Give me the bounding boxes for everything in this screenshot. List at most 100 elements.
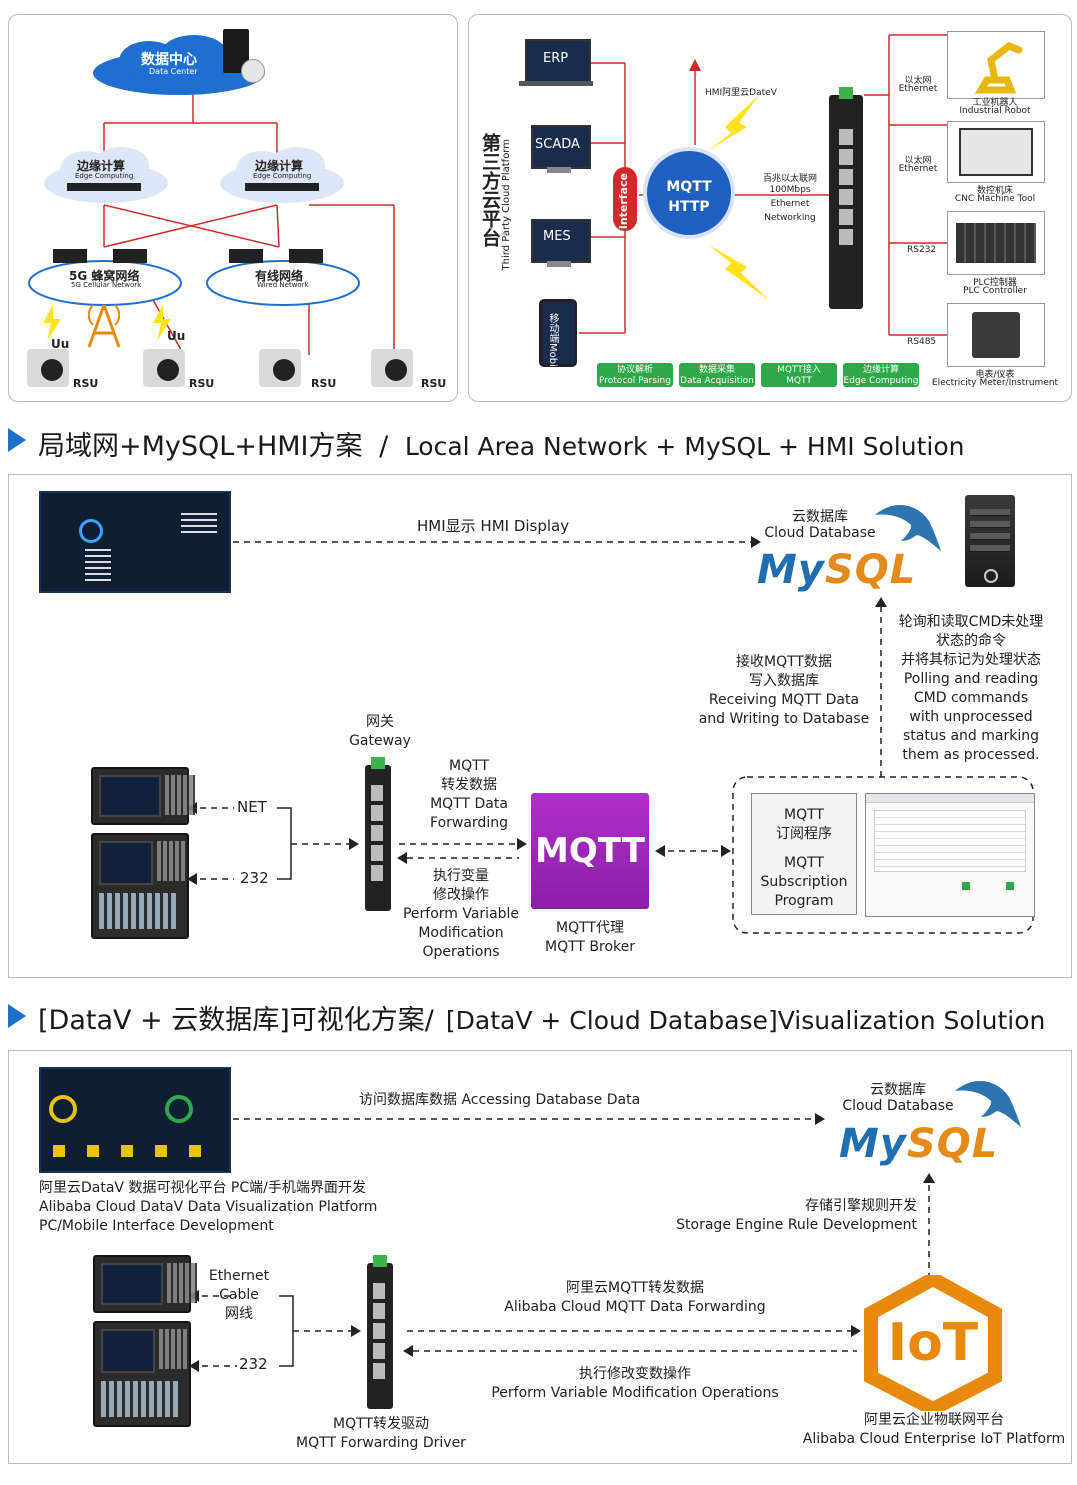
cell-tower-icon — [87, 304, 121, 348]
polling-line: 并将其标记为处理状态 — [901, 652, 1041, 668]
badge-cn: 协议解析 — [616, 365, 653, 375]
mysql-logo-sql: SQL — [824, 547, 917, 593]
section1-marker — [8, 428, 26, 452]
mqtt-label: MQTT — [666, 179, 712, 195]
datav-gauge-2 — [165, 1095, 193, 1123]
wired-router-2 — [289, 249, 323, 263]
port232-label: 232 — [240, 869, 269, 887]
driver-label: MQTT转发驱动 MQTT Forwarding Driver — [283, 1415, 479, 1453]
section1-title-en: Local Area Network + MySQL + HMI Solutio… — [404, 432, 965, 461]
badge-en: Protocol Parsing — [599, 376, 671, 386]
mqtt-broker-box: MQTT — [531, 793, 649, 909]
cloud-architecture-panel: 数据中心 Data Center 边缘计算 Edge Computing 边缘计… — [8, 14, 458, 402]
cloud-db2-label-cn: 云数据库 — [870, 1082, 926, 1098]
ali-forward-line: Alibaba Cloud MQTT Data Forwarding — [504, 1299, 766, 1315]
storage-line: Storage Engine Rule Development — [676, 1217, 917, 1233]
iot-platform-label-en: Alibaba Cloud Enterprise IoT Platform — [802, 1431, 1066, 1447]
ethernet-desc-1: 百兆以太联网 — [762, 174, 817, 184]
forwarding-line: MQTT — [449, 758, 489, 774]
subscription-program-box: MQTT 订阅程序 MQTT Subscription Program — [751, 793, 857, 915]
hmi-gauge-icon — [79, 519, 103, 543]
broker-label-en: MQTT Broker — [544, 939, 635, 955]
cellular-label-en: 5G Cellular Network — [71, 281, 142, 289]
subscription-line: 订阅程序 — [776, 826, 832, 842]
status-indicator-1 — [962, 882, 970, 890]
status-indicator-2 — [1006, 882, 1014, 890]
receiving-line: Receiving MQTT Data — [708, 692, 860, 708]
lightning-icon-1 — [43, 305, 61, 341]
section2-title: [DataV + 云数据库]可视化方案/[DataV + Cloud Datab… — [38, 998, 1045, 1037]
plc-label-en: PLC Controller — [963, 286, 1027, 296]
cnc-controller-top-2 — [93, 1255, 197, 1313]
forwarding-line: MQTT Data — [430, 796, 508, 812]
data-center-cloud — [93, 35, 265, 95]
receiving-line: and Writing to Database — [698, 711, 870, 727]
eth-cable-label-cn: 网线 — [225, 1306, 253, 1322]
platform-title-cn: 第三方云平台 — [479, 133, 501, 247]
dolphin-icon — [875, 504, 941, 551]
subscription-line: Program — [774, 893, 834, 909]
cnc-controller-top — [91, 767, 195, 825]
platform-title-en: Third Party Cloud Platform — [501, 139, 512, 271]
datav-dashboard-screen — [39, 1067, 231, 1173]
forwarding-line: 转发数据 — [441, 777, 497, 793]
driver-label-cn: MQTT转发驱动 — [333, 1416, 429, 1432]
datav-caption-line: Alibaba Cloud DataV Data Visualization P… — [39, 1199, 378, 1215]
gateway-label: 网关 Gateway — [337, 713, 423, 751]
cellular-cloud — [28, 260, 182, 306]
mobile-phone[interactable] — [539, 299, 577, 367]
gateway-device — [365, 757, 391, 911]
edge1-label-cn: 边缘计算 — [77, 159, 126, 173]
datav-caption-line: 阿里云DataV 数据可视化平台 PC端/手机端界面开发 — [39, 1180, 366, 1196]
polling-line: status and marking — [903, 728, 1039, 744]
link-label-2-en: Ethernet — [898, 164, 938, 174]
hmi-table-2 — [181, 513, 217, 537]
net-label: NET — [237, 798, 267, 816]
erp-laptop[interactable] — [525, 39, 591, 83]
mes-stand — [547, 261, 571, 267]
badge-en: Data Acquisition — [680, 376, 754, 386]
mqtt-http-circle — [647, 151, 731, 235]
rsu-label-3: RSU — [311, 377, 337, 390]
robot-label-en: Industrial Robot — [959, 106, 1031, 116]
meter-label-en: Electricity Meter/Instrument — [931, 378, 1059, 388]
modify-line: 修改操作 — [433, 887, 489, 903]
link-label-4: RS485 — [907, 337, 937, 347]
hmi-datev-label: HMI阿里云DateV — [705, 88, 777, 98]
modify-line: Modification — [418, 925, 504, 941]
badge-en: Edge Computing — [843, 376, 919, 386]
ethernet-desc-2: 100Mbps — [769, 185, 811, 195]
meter-box — [947, 303, 1045, 367]
link-label-3: RS232 — [907, 245, 937, 255]
storage-text-block: 存储引擎规则开发 Storage Engine Rule Development — [669, 1197, 917, 1235]
polling-line: them as processed. — [902, 747, 1040, 763]
port232-label-2: 232 — [239, 1355, 268, 1373]
power-button-icon — [984, 569, 998, 583]
iot-platform-label: 阿里云企业物联网平台 Alibaba Cloud Enterprise IoT … — [779, 1411, 1077, 1449]
gateway-label-en: Gateway — [349, 733, 411, 749]
ali-forward-text: 阿里云MQTT转发数据 Alibaba Cloud MQTT Data Forw… — [479, 1279, 791, 1317]
mes-monitor[interactable] — [531, 219, 591, 263]
datav-machine-row — [53, 1145, 217, 1157]
wired-cloud — [206, 260, 360, 306]
polling-line: Polling and reading — [903, 671, 1039, 687]
cnc-controller-bottom-2 — [93, 1321, 191, 1427]
http-label: HTTP — [668, 199, 710, 215]
wired-router-1 — [229, 249, 263, 263]
cellular-router-2 — [113, 249, 147, 263]
plc-box — [947, 211, 1045, 275]
edge2-label-cn: 边缘计算 — [255, 159, 304, 173]
edge1-device — [67, 183, 141, 191]
link-label-1-cn: 以太网 — [904, 76, 932, 86]
section2-title-cn: [DataV + 云数据库]可视化方案 — [38, 1005, 425, 1036]
cnc-keypad — [101, 1381, 181, 1417]
scada-label: SCADA — [535, 137, 580, 152]
section1-title-slash: / — [379, 431, 389, 462]
erp-laptop-base — [519, 81, 593, 86]
scada-monitor[interactable] — [531, 125, 591, 169]
section2-title-en: [DataV + Cloud Database]Visualization So… — [445, 1006, 1046, 1035]
wired-label-en: Wired Network — [257, 281, 309, 289]
ethernet-desc-3: Ethernet — [770, 199, 810, 209]
link-label-1-en: Ethernet — [898, 84, 938, 94]
